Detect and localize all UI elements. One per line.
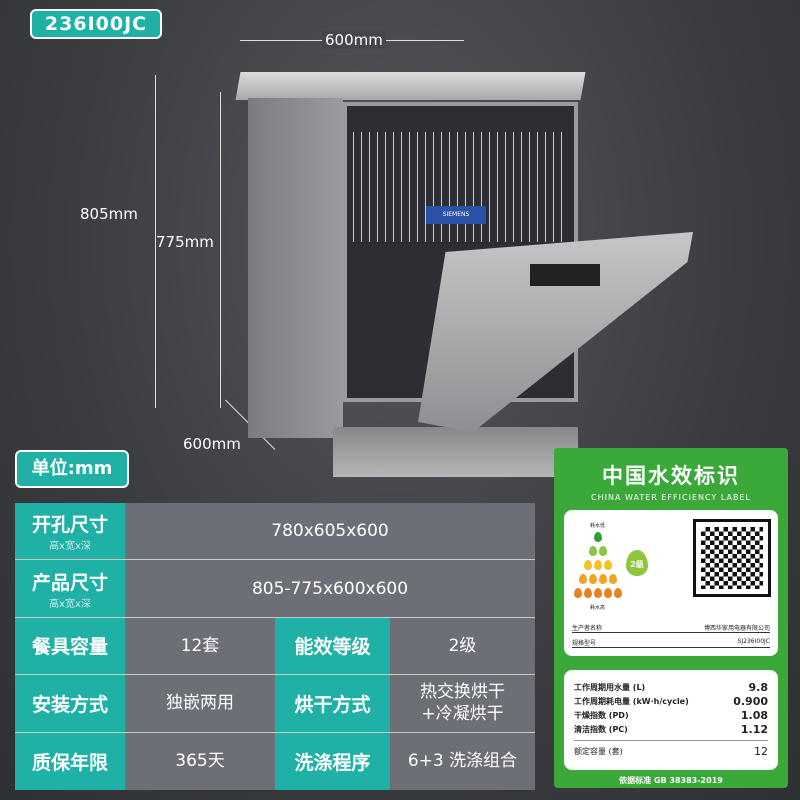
metric-name: 干燥指数 (PD) <box>574 710 629 720</box>
label-sub: 高x宽x深 <box>49 541 91 553</box>
metric-name: 清洁指数 (PC) <box>574 724 628 734</box>
spec-row: 餐具容量 12套 能效等级 2级 <box>15 617 535 676</box>
metric-row: 清洁指数 (PC) 1.12 <box>564 722 778 736</box>
spec-label: 能效等级 <box>275 617 390 675</box>
spec-row: 质保年限 365天 洗涤程序 6+3 洗涤组合 <box>15 732 535 790</box>
water-drop-icon <box>584 588 592 598</box>
metric-value: 1.12 <box>740 722 768 736</box>
metric-row: 工作周期用水量 (L) 9.8 <box>564 680 778 694</box>
brand-plate: SIEMENS <box>426 206 486 224</box>
spec-row-cutout: 开孔尺寸高x宽x深 780x605x600 <box>15 503 535 561</box>
spec-label: 开孔尺寸高x宽x深 <box>15 503 125 560</box>
water-drop-icon <box>594 588 602 598</box>
spec-table: 开孔尺寸高x宽x深 780x605x600 产品尺寸高x宽x深 805-775x… <box>15 503 535 790</box>
water-drop-icon <box>589 546 597 556</box>
height-max-line <box>155 75 156 408</box>
metric-name: 工作周期耗电量 (kW·h/cycle) <box>574 696 689 706</box>
water-drop-icon <box>594 532 602 542</box>
spec-label: 餐具容量 <box>15 617 125 675</box>
spec-label: 安装方式 <box>15 675 125 732</box>
water-drop-icon <box>584 560 592 570</box>
water-drop-icon <box>579 574 587 584</box>
unit-badge: 单位:mm <box>15 450 129 488</box>
high-water-text: 耗水高 <box>590 605 606 611</box>
metric-value: 0.900 <box>733 694 768 708</box>
water-drop-icon <box>614 588 622 598</box>
label-title: 中国水效标识 <box>602 464 740 488</box>
water-drop-icon <box>604 588 612 598</box>
spec-row: 安装方式 独嵌两用 烘干方式 热交换烘干 +冷凝烘干 <box>15 675 535 733</box>
low-water-text: 耗水低 <box>590 523 606 529</box>
spec-label: 产品尺寸高x宽x深 <box>15 560 125 617</box>
capacity-value: 12 <box>754 744 768 758</box>
spec-row-size: 产品尺寸高x宽x深 805-775x600x600 <box>15 560 535 618</box>
manufacturer: 博西华家用电器有限公司 <box>703 625 770 632</box>
label-text: 开孔尺寸 <box>31 514 108 537</box>
manufacturer-label: 生产者名称 <box>572 625 603 632</box>
water-drop-icon <box>594 560 602 570</box>
spec-value: 独嵌两用 <box>125 675 275 732</box>
dishwasher-image: SIEMENS <box>235 72 693 482</box>
metric-row: 工作周期耗电量 (kW·h/cycle) 0.900 <box>564 694 778 708</box>
metric-value: 1.08 <box>740 708 768 722</box>
label-sub: 高x宽x深 <box>49 598 91 610</box>
label-subtitle: CHINA WATER EFFICIENCY LABEL <box>591 493 751 502</box>
qr-code <box>693 519 771 597</box>
standard-text: 依据标准 GB 38383-2019 <box>619 776 723 785</box>
water-efficiency-label: 中国水效标识 CHINA WATER EFFICIENCY LABEL 耗水低 … <box>554 448 788 788</box>
label-metrics-card: 工作周期用水量 (L) 9.8 工作周期耗电量 (kW·h/cycle) 0.900… <box>564 670 778 770</box>
width-label: 600mm <box>322 31 386 49</box>
water-drop-icon <box>609 574 617 584</box>
height-max-label: 805mm <box>80 205 138 223</box>
spec-value: 780x605x600 <box>125 503 535 560</box>
water-drop-icon <box>589 574 597 584</box>
spec-label: 洗涤程序 <box>275 732 390 790</box>
water-drop-icon <box>604 560 612 570</box>
label-text: 产品尺寸 <box>31 571 108 594</box>
spec-value: 805-775x600x600 <box>125 560 535 617</box>
model-number: SJ236I00JC <box>737 638 770 645</box>
spec-value: 热交换烘干 +冷凝烘干 <box>390 675 535 732</box>
spec-value: 365天 <box>125 732 275 790</box>
grade-drop-icon: 2级 <box>626 550 648 576</box>
model-label: 规格型号 <box>572 640 597 647</box>
depth-label: 600mm <box>183 435 241 453</box>
spec-label: 烘干方式 <box>275 675 390 732</box>
capacity-row: 额定容量 (套) 12 <box>564 744 778 758</box>
metric-value: 9.8 <box>748 680 769 694</box>
water-drop-icon <box>599 574 607 584</box>
metric-row: 干燥指数 (PD) 1.08 <box>564 708 778 722</box>
spec-value: 6+3 洗涤组合 <box>390 732 535 790</box>
model-badge: 236I00JC <box>30 9 162 39</box>
height-min-label: 775mm <box>156 233 214 251</box>
spec-value: 12套 <box>125 617 275 675</box>
water-drop-icon <box>574 588 582 598</box>
metric-name: 工作周期用水量 (L) <box>574 682 646 692</box>
water-drop-icon <box>599 546 607 556</box>
label-info-card: 耗水低 耗水高 2级 生产者名称 博西华家用电器有限公司 规格型号 SJ236I00… <box>564 510 778 656</box>
capacity-label: 额定容量 (套) <box>574 746 623 756</box>
spec-label: 质保年限 <box>15 732 125 790</box>
height-min-line <box>220 92 221 408</box>
spec-value: 2级 <box>390 617 535 675</box>
